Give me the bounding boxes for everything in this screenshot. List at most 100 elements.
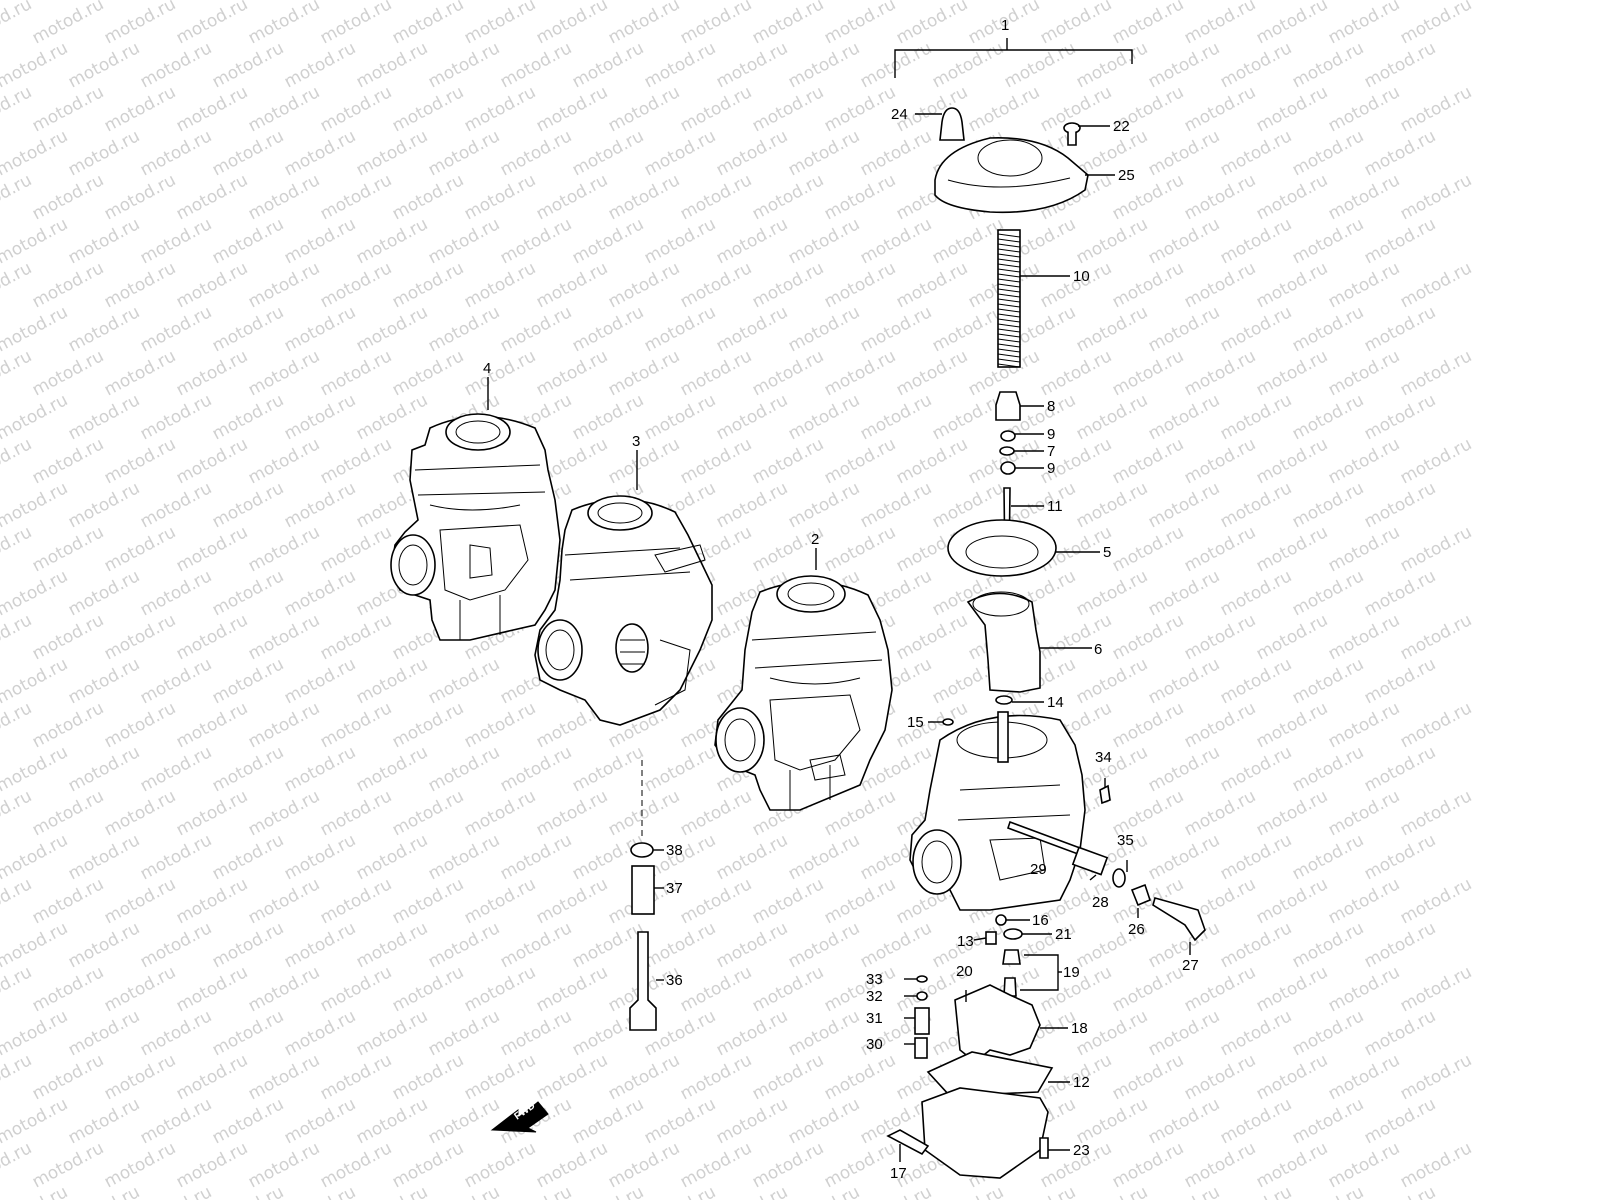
watermark-text: motod.ru xyxy=(137,830,215,884)
watermark-text: motod.ru xyxy=(0,390,71,444)
watermark-text: motod.ru xyxy=(209,742,287,796)
watermark-text: motod.ru xyxy=(317,258,395,312)
watermark-text: motod.ru xyxy=(245,82,323,136)
callout-4: 4 xyxy=(483,360,491,377)
watermark-text: motod.ru xyxy=(245,1050,323,1104)
carburetor-body-main xyxy=(909,711,1086,911)
watermark-text: motod.ru xyxy=(929,0,1007,4)
watermark-text: motod.ru xyxy=(785,1094,863,1148)
watermark-text: motod.ru xyxy=(461,82,539,136)
watermark-text: motod.ru xyxy=(353,918,431,972)
watermark-text: motod.ru xyxy=(713,302,791,356)
watermark-text: motod.ru xyxy=(821,170,899,224)
watermark-text: motod.ru xyxy=(389,698,467,752)
watermark-text: motod.ru xyxy=(317,1050,395,1104)
watermark-text: motod.ru xyxy=(1289,214,1367,268)
watermark-text: motod.ru xyxy=(65,478,143,532)
watermark-text: motod.ru xyxy=(1325,610,1403,664)
watermark-text: motod.ru xyxy=(1181,258,1259,312)
watermark-text: motod.ru xyxy=(497,918,575,972)
watermark-text: motod.ru xyxy=(1181,0,1259,48)
watermark-text: motod.ru xyxy=(533,258,611,312)
callout-37: 37 xyxy=(666,880,683,897)
watermark-text: motod.ru xyxy=(1181,786,1259,840)
watermark-text: motod.ru xyxy=(425,1182,503,1200)
watermark-text: motod.ru xyxy=(425,742,503,796)
watermark-text: motod.ru xyxy=(281,302,359,356)
carburetor-body-3 xyxy=(534,495,713,726)
watermark-text: motod.ru xyxy=(1289,0,1367,4)
watermark-text: motod.ru xyxy=(533,1050,611,1104)
callout-28: 28 xyxy=(1092,894,1109,911)
callout-25: 25 xyxy=(1118,167,1135,184)
watermark-text: motod.ru xyxy=(569,742,647,796)
watermark-text: motod.ru xyxy=(1253,258,1331,312)
watermark-text: motod.ru xyxy=(677,258,755,312)
watermark-text: motod.ru xyxy=(1073,0,1151,4)
watermark-text: motod.ru xyxy=(137,1094,215,1148)
watermark-text: motod.ru xyxy=(1361,390,1439,444)
watermark-text: motod.ru xyxy=(1217,302,1295,356)
watermark-text: motod.ru xyxy=(389,258,467,312)
watermark-text: motod.ru xyxy=(857,126,935,180)
watermark-text: motod.ru xyxy=(785,830,863,884)
watermark-text: motod.ru xyxy=(137,566,215,620)
watermark-text: motod.ru xyxy=(1073,390,1151,444)
watermark-text: motod.ru xyxy=(425,126,503,180)
watermark-text: motod.ru xyxy=(65,302,143,356)
watermark-text: motod.ru xyxy=(785,126,863,180)
watermark-text: motod.ru xyxy=(1289,566,1367,620)
watermark-text: motod.ru xyxy=(1109,258,1187,312)
screw-27 xyxy=(1152,897,1206,942)
watermark-text: motod.ru xyxy=(1217,126,1295,180)
callout-11: 11 xyxy=(1047,498,1063,515)
watermark-text: motod.ru xyxy=(785,302,863,356)
cap-24 xyxy=(939,107,965,141)
watermark-text: motod.ru xyxy=(749,1050,827,1104)
callout-15: 15 xyxy=(907,714,924,731)
watermark-text: motod.ru xyxy=(641,742,719,796)
watermark-text: motod.ru xyxy=(65,390,143,444)
watermark-text: motod.ru xyxy=(713,478,791,532)
watermark-text: motod.ru xyxy=(425,214,503,268)
watermark-text: motod.ru xyxy=(677,346,755,400)
watermark-text: motod.ru xyxy=(29,1138,107,1192)
watermark-text: motod.ru xyxy=(1289,1182,1367,1200)
watermark-text: motod.ru xyxy=(245,610,323,664)
watermark-text: motod.ru xyxy=(137,214,215,268)
watermark-text: motod.ru xyxy=(821,1050,899,1104)
watermark-text: motod.ru xyxy=(461,962,539,1016)
watermark-text: motod.ru xyxy=(713,38,791,92)
leader-lines xyxy=(487,113,1191,1162)
watermark-text: motod.ru xyxy=(353,654,431,708)
watermark-text: motod.ru xyxy=(65,1094,143,1148)
watermark-text: motod.ru xyxy=(785,214,863,268)
watermark-text: motod.ru xyxy=(353,390,431,444)
watermark-text: motod.ru xyxy=(1289,38,1367,92)
watermark-text: motod.ru xyxy=(569,214,647,268)
watermark-text: motod.ru xyxy=(281,654,359,708)
watermark-text: motod.ru xyxy=(137,302,215,356)
spring-37 xyxy=(631,865,655,915)
callout-36: 36 xyxy=(666,972,683,989)
watermark-text: motod.ru xyxy=(1289,126,1367,180)
watermark-text: motod.ru xyxy=(1109,1050,1187,1104)
watermark-text: motod.ru xyxy=(1145,214,1223,268)
watermark-text: motod.ru xyxy=(1145,0,1223,4)
watermark-text: motod.ru xyxy=(425,654,503,708)
watermark-text: motod.ru xyxy=(1397,786,1475,840)
watermark-text: motod.ru xyxy=(101,258,179,312)
watermark-text: motod.ru xyxy=(857,214,935,268)
watermark-text: motod.ru xyxy=(1325,82,1403,136)
watermark-text: motod.ru xyxy=(749,82,827,136)
watermark-text: motod.ru xyxy=(1325,1050,1403,1104)
watermark-text: motod.ru xyxy=(821,258,899,312)
watermark-text: motod.ru xyxy=(1217,38,1295,92)
watermark-text: motod.ru xyxy=(1073,566,1151,620)
watermark-text: motod.ru xyxy=(425,302,503,356)
watermark-text: motod.ru xyxy=(317,1138,395,1192)
watermark-text: motod.ru xyxy=(1145,742,1223,796)
watermark-text: motod.ru xyxy=(137,0,215,4)
watermark-text: motod.ru xyxy=(29,170,107,224)
watermark-text: motod.ru xyxy=(245,0,323,48)
